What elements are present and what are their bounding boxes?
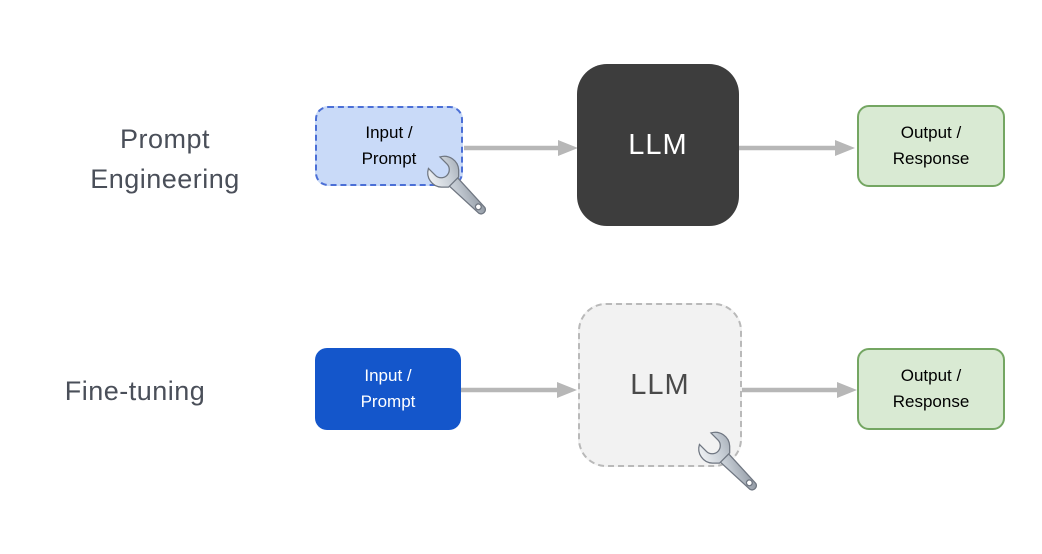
flow-arrow-icon: [739, 140, 855, 156]
wrench-icon: [698, 431, 757, 491]
input-prompt-label: Input / Prompt: [360, 366, 416, 411]
llm-node: LLM: [578, 303, 742, 467]
wrench-icon: [427, 155, 486, 215]
flow-arrow-icon: [464, 140, 578, 156]
flow-arrow-icon: [461, 382, 577, 398]
output-response-label: Output / Response: [892, 123, 970, 168]
output-response-label: Output / Response: [892, 366, 970, 411]
input-prompt-node: Input / Prompt: [315, 106, 463, 186]
input-prompt-label: Input / Prompt: [361, 123, 417, 168]
llm-node: LLM: [577, 64, 739, 226]
row-label-prompt-engineering: Prompt Engineering: [90, 124, 240, 194]
row-label-fine-tuning: Fine-tuning: [64, 376, 206, 406]
llm-label: LLM: [628, 129, 688, 161]
llm-label: LLM: [630, 369, 690, 401]
input-prompt-node: Input / Prompt: [315, 348, 461, 430]
output-response-node: Output / Response: [857, 348, 1005, 430]
flow-arrow-icon: [742, 382, 857, 398]
output-response-node: Output / Response: [857, 105, 1005, 187]
